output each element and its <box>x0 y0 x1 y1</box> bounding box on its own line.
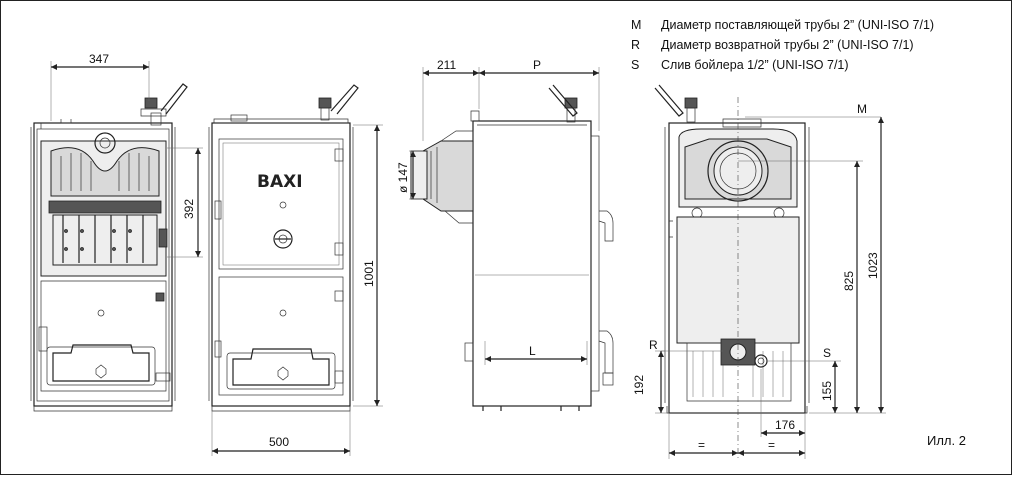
side-body <box>472 120 592 407</box>
drain-fitting <box>754 354 768 368</box>
dim-825: 825 <box>842 271 856 291</box>
flue-handle-side <box>548 84 578 117</box>
legend-text-m: Диаметр поставляющей трубы 2” (UNI-ISO 7… <box>661 18 934 32</box>
legend: M Диаметр поставляющей трубы 2” (UNI-ISO… <box>631 18 934 72</box>
label-S: S <box>823 346 831 360</box>
legend-text-r: Диаметр возвратной трубы 2” (UNI-ISO 7/1… <box>661 38 914 52</box>
dim-eq-right: = <box>768 438 775 452</box>
legend-code-r: R <box>631 38 640 52</box>
view-front-open: 347 392 <box>30 52 203 412</box>
dim-1001: 1001 <box>362 260 376 287</box>
label-M: M <box>857 102 867 116</box>
view-rear: M R S 1023 825 155 192 176 = <box>632 84 886 461</box>
lower-door <box>218 276 344 396</box>
dim-eq-left: = <box>698 438 705 452</box>
label-R: R <box>649 338 658 352</box>
dim-155: 155 <box>820 381 834 401</box>
supply-fitting <box>144 97 158 109</box>
view-side: 211 P ø 147 L <box>396 58 614 411</box>
legend-code-m: M <box>631 18 641 32</box>
upper-door <box>218 138 344 270</box>
view-front-closed: BAXI 500 1001 <box>208 84 383 456</box>
dim-176: 176 <box>775 418 795 432</box>
door-knob <box>273 229 293 249</box>
dim-147: ø 147 <box>396 162 410 193</box>
dim-192: 192 <box>632 375 646 395</box>
flue-connector <box>422 140 474 212</box>
flue-handle-mid <box>330 84 359 115</box>
flue-handle-left <box>160 83 188 115</box>
dim-L: L <box>529 344 536 358</box>
flue-handle-rear <box>654 84 684 117</box>
dim-211: 211 <box>437 58 456 72</box>
legend-text-s: Слив бойлера 1/2” (UNI-ISO 7/1) <box>661 58 849 72</box>
dim-1023: 1023 <box>866 252 880 279</box>
dim-392: 392 <box>182 199 196 219</box>
brand-logo: BAXI <box>257 172 303 192</box>
legend-code-s: S <box>631 58 639 72</box>
dim-P: P <box>533 58 541 72</box>
boiler-body-outline <box>33 122 173 407</box>
figure-caption: Илл. 2 <box>927 433 966 448</box>
dim-347: 347 <box>89 52 109 66</box>
dim-500: 500 <box>269 435 289 449</box>
